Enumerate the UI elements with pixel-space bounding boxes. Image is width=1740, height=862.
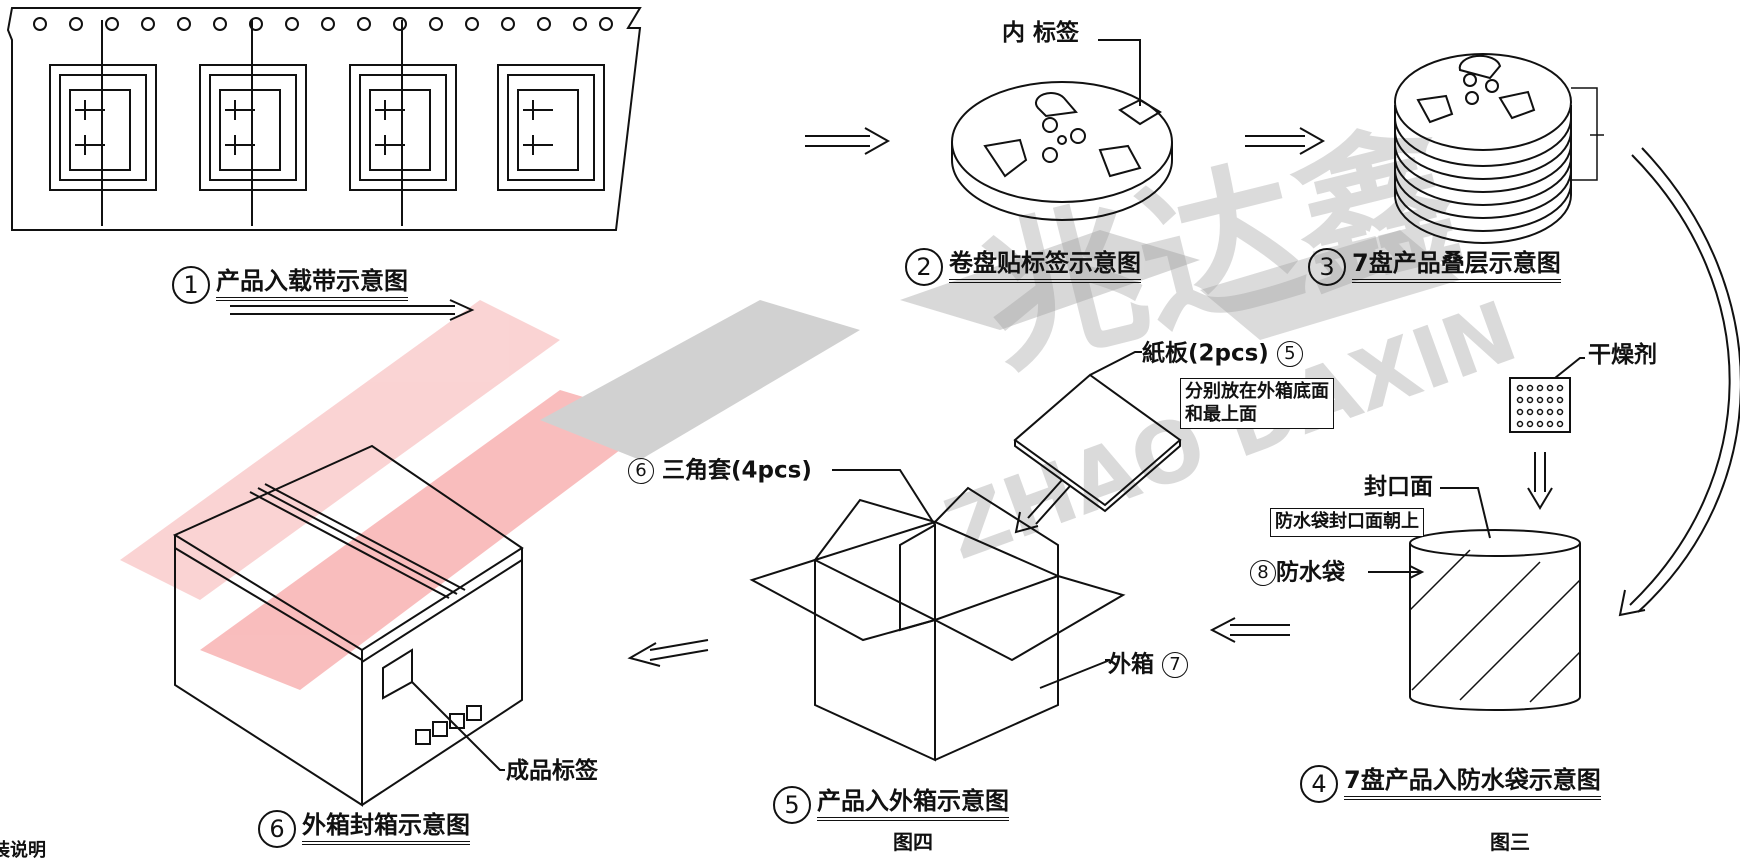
outer-box-label-text: 外箱 <box>1108 651 1154 678</box>
outer-box-number: 7 <box>1162 652 1189 678</box>
cardboard-note: 分别放在外箱底面 和最上面 <box>1180 378 1334 429</box>
inner-label-sticker <box>1118 98 1162 126</box>
arrow-desiccant-down <box>1527 452 1553 510</box>
step3-label: 7盘产品叠层示意图 <box>1352 251 1561 283</box>
corner-protector <box>899 523 936 632</box>
arrow-2-to-3 <box>1245 127 1326 155</box>
seal-face-label: 封口面 <box>1364 474 1433 500</box>
waterproof-bag <box>1368 487 1581 711</box>
inner-label-text: 内 标签 <box>1002 20 1080 46</box>
cardboard-sheet <box>1013 351 1182 513</box>
reel-labeled <box>951 39 1173 221</box>
cardboard-label: 紙板(2pcs) 5 <box>1142 341 1303 367</box>
step4-label: 7盘产品入防水袋示意图 <box>1344 768 1601 800</box>
product-label-sticker <box>382 648 413 700</box>
cardboard-label-text: 紙板(2pcs) <box>1142 340 1269 367</box>
step3-number: 3 <box>1308 248 1346 286</box>
seal-note: 防水袋封口面朝上 <box>1270 508 1424 537</box>
step6-label: 外箱封箱示意图 <box>302 813 470 845</box>
finished-label-text: 成品标签 <box>506 758 598 784</box>
desiccant-label: 干燥剂 <box>1588 342 1657 368</box>
corner-protector-label: 6 三角套(4pcs) <box>628 458 812 484</box>
watermark-red-stroke <box>200 390 660 690</box>
open-box <box>749 469 1126 762</box>
arrow-step1 <box>230 299 475 321</box>
step4-number: 4 <box>1300 765 1338 803</box>
step1-label: 产品入载带示意图 <box>216 269 408 301</box>
bag-label-text: 防水袋 <box>1276 559 1345 586</box>
figure-3-caption: 图三 <box>1490 830 1530 854</box>
cardboard-number: 5 <box>1276 341 1303 367</box>
desiccant-pack <box>1509 357 1585 433</box>
handling-symbols <box>415 705 482 745</box>
watermark-gray-block <box>540 300 860 460</box>
step2-label: 卷盘贴标签示意图 <box>949 251 1141 283</box>
step2-number: 2 <box>905 248 943 286</box>
tape-pocket-4 <box>497 64 605 191</box>
stacked-reels <box>1394 53 1604 244</box>
bag-number: 8 <box>1250 560 1276 586</box>
step5-number: 5 <box>773 786 811 824</box>
step1-number: 1 <box>172 266 210 304</box>
corner-cropped-text: 装说明 <box>0 840 46 861</box>
step5-label: 产品入外箱示意图 <box>817 789 1009 821</box>
sprocket-holes <box>33 17 613 31</box>
tape-pocket-2 <box>199 20 307 226</box>
arrow-5-to-6 <box>627 639 709 667</box>
corner-label-text: 三角套(4pcs) <box>662 457 812 484</box>
tape-pocket-1 <box>49 20 157 226</box>
watermark-red-stroke-2 <box>120 300 560 600</box>
figure-4-caption: 图四 <box>893 830 933 854</box>
sealed-box <box>172 444 524 807</box>
corner-number: 6 <box>628 458 654 484</box>
arrow-4-to-5 <box>1209 617 1290 643</box>
carrier-tape <box>6 7 642 231</box>
curved-arrow <box>1618 147 1740 617</box>
step6-number: 6 <box>258 810 296 848</box>
arrow-1-to-2 <box>805 127 891 155</box>
tape-pocket-3 <box>349 20 457 226</box>
outer-box-label: 外箱 7 <box>1108 651 1189 678</box>
